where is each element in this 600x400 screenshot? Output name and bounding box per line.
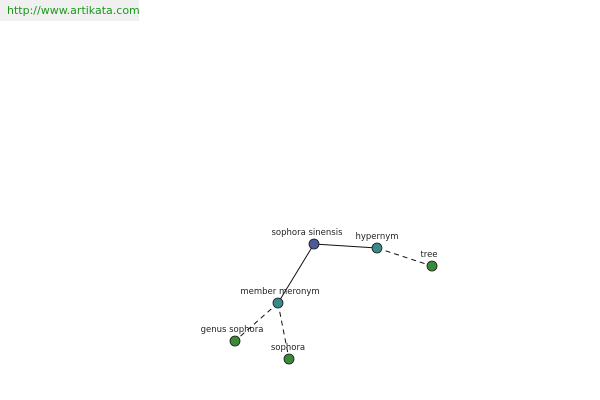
node-marker[interactable] [371, 242, 383, 254]
node-sophora[interactable]: sophora [271, 343, 305, 365]
node-marker[interactable] [426, 260, 438, 272]
node-label: sophora sinensis [271, 228, 343, 238]
node-sophora-sinensis[interactable]: sophora sinensis [271, 228, 343, 250]
edge-member-meronym-to-genus-sophora [234, 302, 279, 342]
edge-sophora-sinensis-to-hypernym [313, 243, 378, 249]
node-label: genus sophora [201, 325, 264, 335]
edge-sophora-sinensis-to-member-meronym [277, 243, 315, 304]
node-marker[interactable] [229, 335, 241, 347]
node-label: member meronym [240, 287, 319, 297]
node-marker[interactable] [283, 353, 295, 365]
node-tree[interactable]: tree [420, 250, 438, 272]
edge-member-meronym-to-sophora [277, 302, 290, 360]
node-label: hypernym [355, 232, 398, 242]
node-marker[interactable] [272, 297, 284, 309]
node-member-meronym[interactable]: member meronym [240, 287, 320, 309]
edge-hypernym-to-tree [376, 247, 433, 267]
graph-edges [234, 243, 433, 360]
node-label: tree [420, 250, 437, 260]
site-url[interactable]: http://www.artikata.com [0, 0, 140, 21]
node-label: sophora [271, 343, 305, 353]
node-genus-sophora[interactable]: genus sophora [201, 325, 264, 347]
node-hypernym[interactable]: hypernym [355, 232, 399, 254]
graph-nodes: sophora sinensis hypernym tree member meron… [201, 228, 438, 365]
node-marker[interactable] [308, 238, 320, 250]
